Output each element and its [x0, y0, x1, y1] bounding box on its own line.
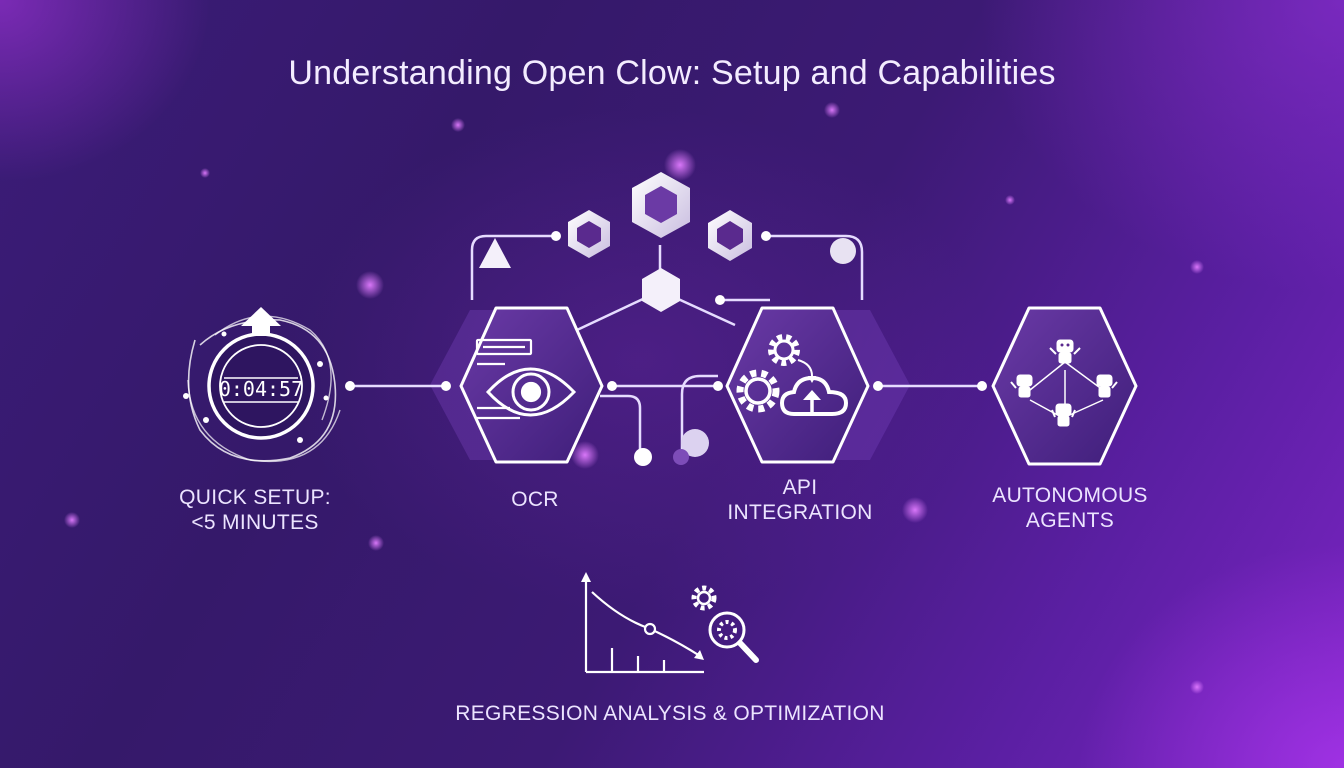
stopwatch-icon: [183, 307, 341, 463]
page-title: Understanding Open Clow: Setup and Capab…: [288, 54, 1056, 92]
ocr-label-line1: OCR: [511, 488, 559, 511]
agents-label-line1: AUTONOMOUS: [992, 484, 1148, 507]
glow-particles: [64, 102, 1204, 694]
agents-label: AUTONOMOUS AGENTS: [960, 483, 1180, 533]
timer-readout: 0:04:57: [219, 377, 303, 401]
ocr-hexagon: [459, 306, 604, 464]
ocr-label: OCR: [460, 487, 610, 512]
setup-label-line1: QUICK SETUP:: [179, 486, 331, 509]
api-label-line2: INTEGRATION: [727, 501, 873, 524]
chart-gear-magnifier-icon: [581, 572, 759, 674]
triangle-shape: [479, 238, 511, 268]
hexagon-cluster: [479, 172, 752, 312]
setup-label-line2: <5 MINUTES: [191, 511, 319, 534]
api-label-line1: API: [782, 476, 818, 499]
connector-dots: [345, 231, 987, 466]
robot-network-icon: [1010, 339, 1118, 427]
setup-label: QUICK SETUP: <5 MINUTES: [140, 485, 370, 535]
gears-cloud-icon: [736, 334, 849, 416]
eye-document-icon: [475, 338, 577, 420]
agents-label-line2: AGENTS: [1025, 509, 1115, 532]
connector-lines: [350, 234, 982, 460]
api-label: API INTEGRATION: [700, 475, 900, 525]
regression-label-line1: REGRESSION ANALYSIS & OPTIMIZATION: [455, 702, 885, 725]
agents-hexagon: [991, 306, 1138, 466]
regression-label: REGRESSION ANALYSIS & OPTIMIZATION: [380, 701, 960, 726]
api-hexagon: [725, 306, 870, 464]
